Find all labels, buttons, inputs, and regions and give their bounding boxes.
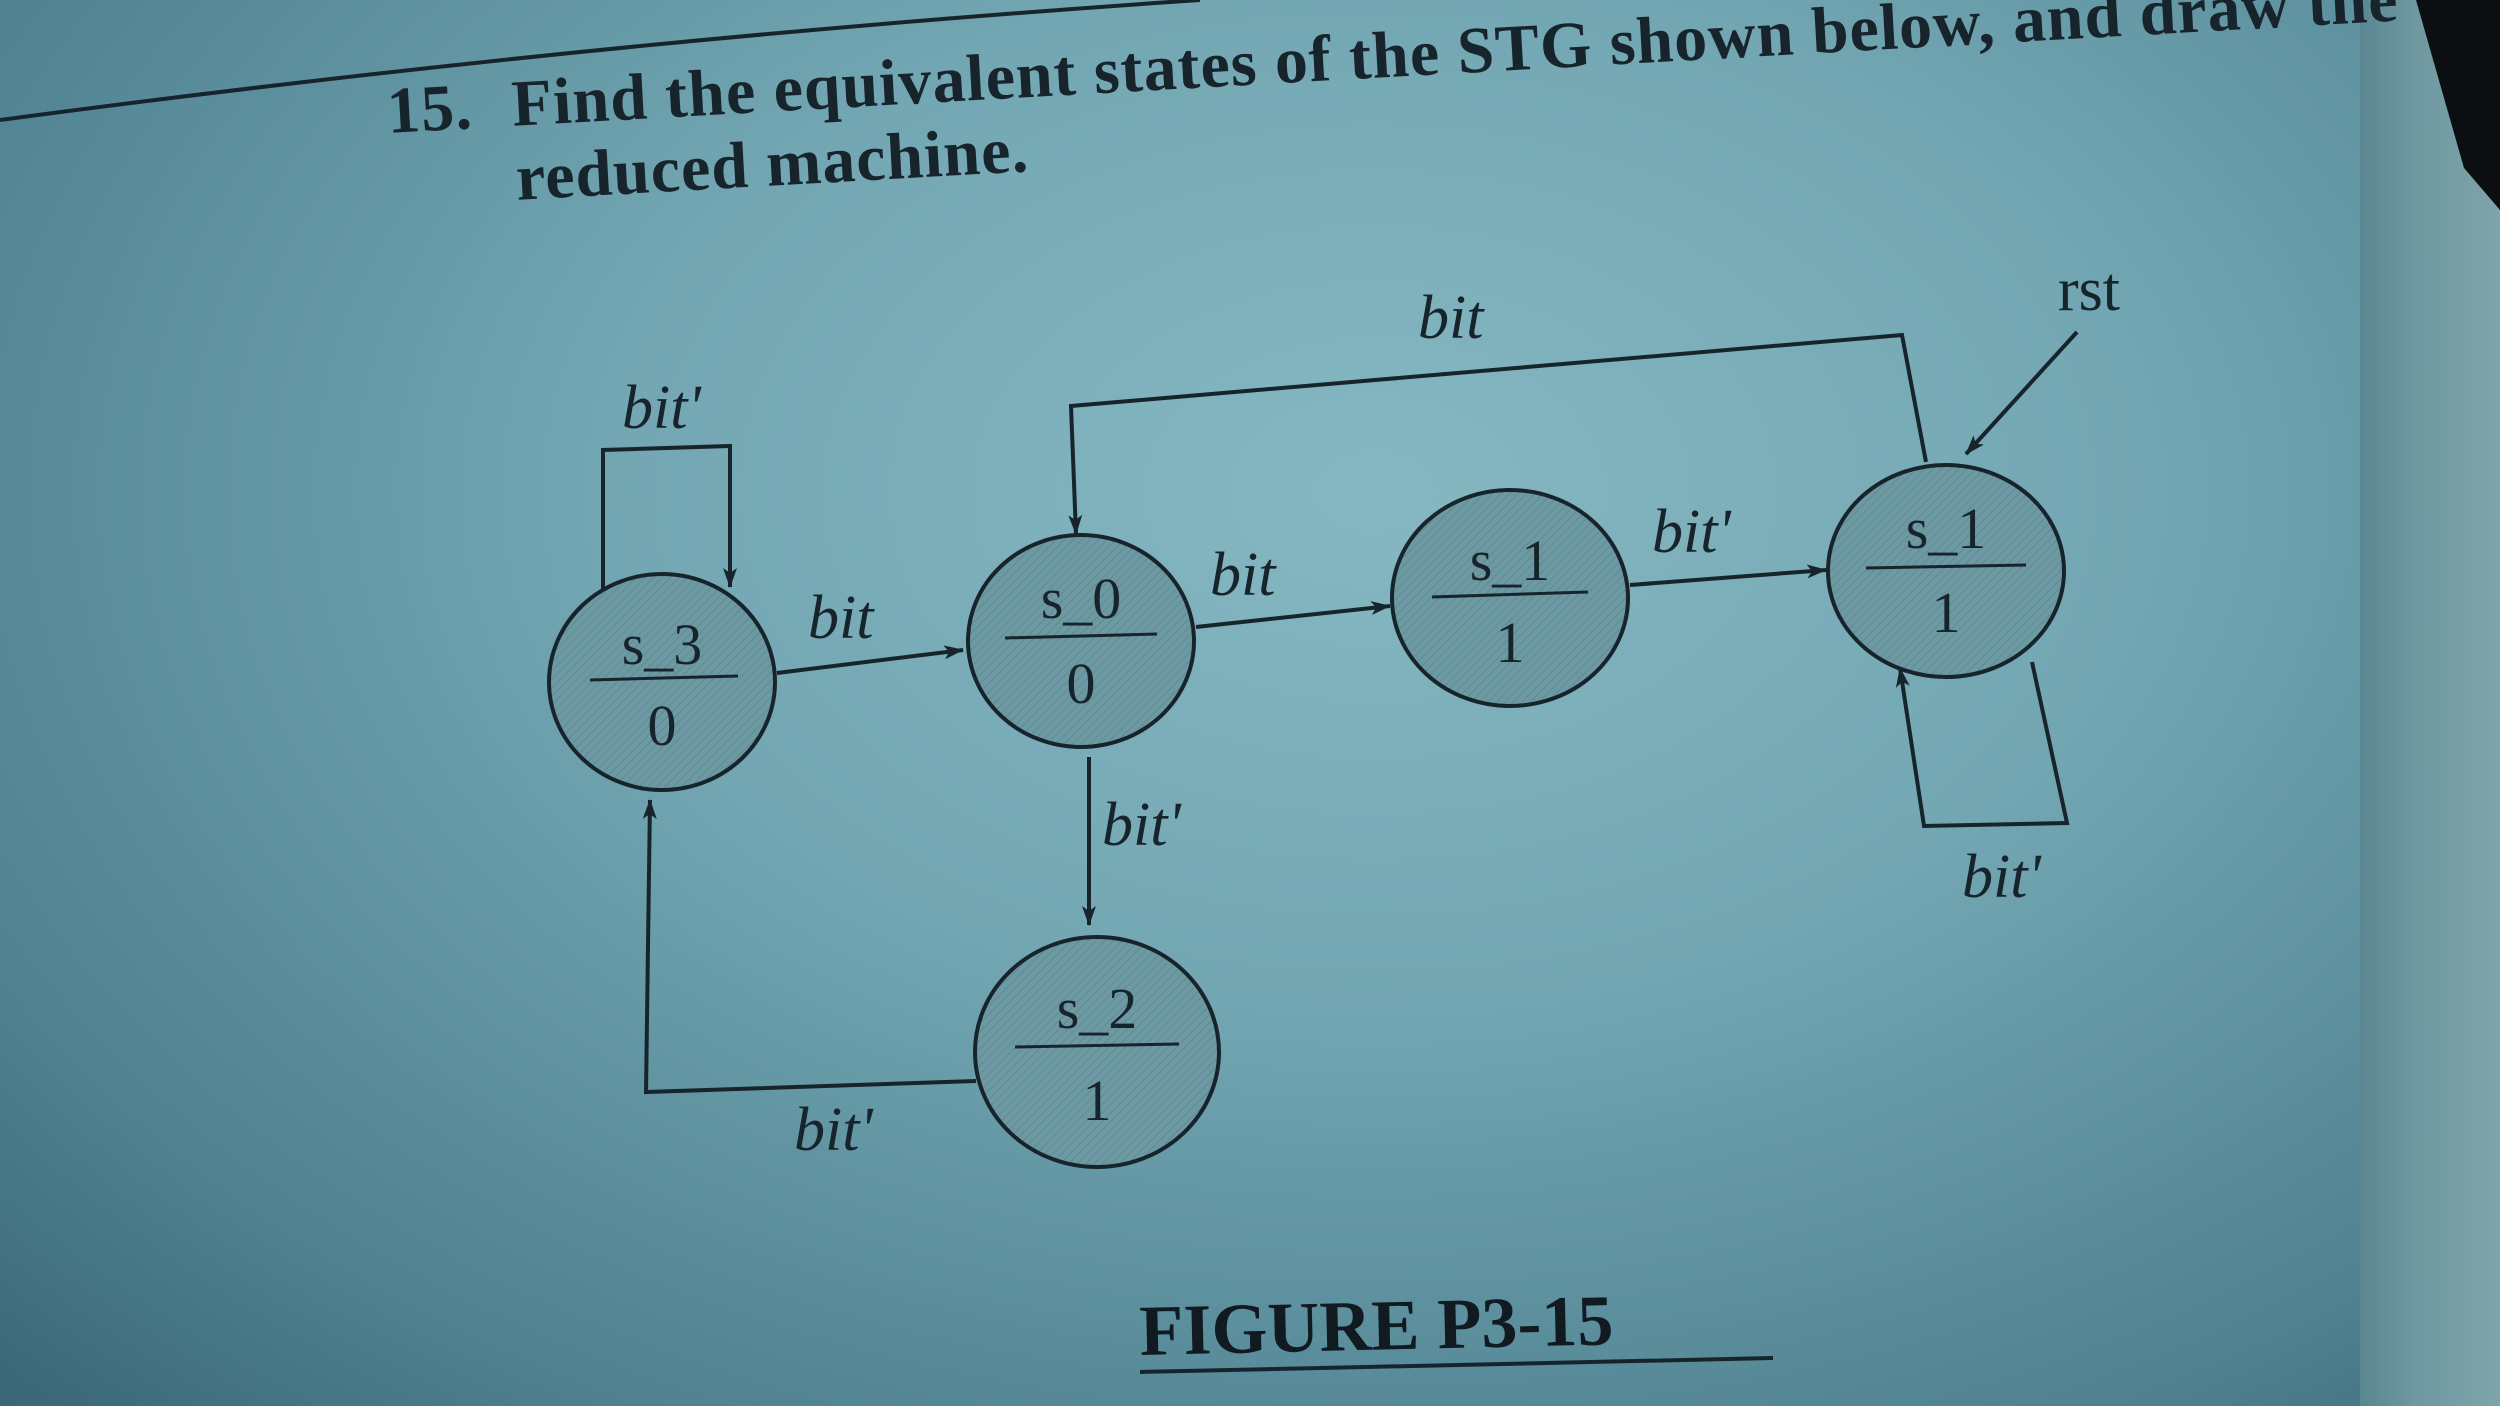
state-name: s_3 bbox=[622, 612, 703, 677]
reset-arrow bbox=[1964, 330, 2079, 456]
state-s3: s_3 0 bbox=[547, 572, 777, 792]
state-name: s_2 bbox=[1057, 976, 1138, 1041]
label-s1-right-self-loop: bit' bbox=[1962, 843, 2042, 911]
figure-caption: FIGURE P3-15 bbox=[1139, 1280, 1615, 1371]
label-s3-self-loop: bit' bbox=[622, 374, 702, 442]
state-name: s_1 bbox=[1906, 496, 1987, 561]
edge-s1-right-to-s0 bbox=[1068, 332, 1928, 535]
state-s2: s_2 1 bbox=[973, 935, 1221, 1169]
state-output: 1 bbox=[1083, 1068, 1112, 1133]
book-page-edge bbox=[2360, 0, 2500, 1406]
label-s0-to-s2: bit' bbox=[1102, 791, 1182, 859]
label-s3-to-s0: bit bbox=[808, 584, 875, 652]
question-number: 15. bbox=[385, 70, 475, 148]
state-output: 1 bbox=[1932, 580, 1961, 645]
edge-s1-right-self-loop bbox=[1895, 661, 2070, 829]
edge-s3-to-s0 bbox=[776, 645, 964, 675]
edge-s2-to-s3 bbox=[642, 799, 977, 1095]
edge-s0-to-s1 bbox=[1195, 601, 1391, 629]
state-s0: s_0 0 bbox=[966, 533, 1196, 749]
edge-s3-self-loop bbox=[601, 443, 737, 603]
caption-underline bbox=[1139, 1356, 1774, 1374]
state-name: s_1 bbox=[1470, 528, 1551, 593]
state-output: 1 bbox=[1496, 610, 1525, 675]
reset-label: rst bbox=[2058, 256, 2120, 324]
state-output: 0 bbox=[648, 693, 677, 758]
state-s1: s_1 1 bbox=[1390, 488, 1630, 708]
label-s0-to-s1: bit bbox=[1210, 541, 1277, 609]
page-top-curve bbox=[0, 0, 1201, 122]
edge-s1-to-s1-right bbox=[1629, 564, 1827, 587]
state-name: s_0 bbox=[1041, 566, 1122, 631]
state-s1-reset: s_1 1 bbox=[1826, 463, 2066, 679]
label-s1-to-s1-right: bit' bbox=[1652, 498, 1732, 566]
state-output: 0 bbox=[1067, 651, 1096, 716]
label-s2-to-s3: bit' bbox=[794, 1096, 874, 1164]
label-s1-right-to-s0: bit bbox=[1418, 284, 1485, 352]
